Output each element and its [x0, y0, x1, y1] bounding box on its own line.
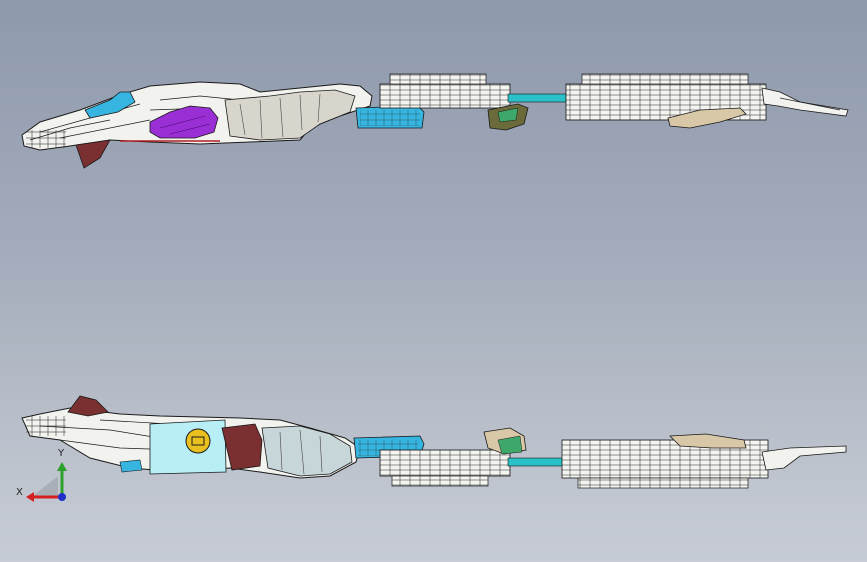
shaded-floor-panel[interactable]	[261, 425, 353, 477]
tan-bracket-rear-lower[interactable]	[669, 433, 747, 449]
yellow-cap-detail	[191, 436, 205, 446]
cyan-box-grid	[360, 110, 420, 126]
rear-hatch-upper	[779, 97, 841, 111]
tan-bracket-upper[interactable]	[667, 107, 747, 129]
green-insert-upper	[497, 107, 519, 123]
coordinate-triad: X Y	[16, 448, 67, 502]
triad-back-plane	[30, 476, 58, 498]
purple-crossmember[interactable]	[149, 105, 219, 139]
maroon-flap-upper[interactable]	[75, 139, 111, 169]
triad-x-arrowhead	[26, 492, 34, 502]
frame-rail-segment-1-lower[interactable]	[379, 449, 511, 477]
triad-x-label: X	[16, 487, 23, 498]
triad-z-axis-dot	[58, 493, 66, 501]
frame-rail-cap-1-lower	[391, 475, 489, 487]
teal-connector-lower[interactable]	[507, 457, 567, 467]
maroon-panel-lower[interactable]	[221, 423, 263, 471]
top-view-assembly[interactable]	[21, 73, 849, 169]
green-insert-lower	[497, 435, 523, 455]
frame-rail-cap-2-lower	[577, 477, 749, 489]
rear-tail-lower[interactable]	[761, 445, 847, 471]
front-grid-detail	[26, 130, 66, 148]
triad-y-label: Y	[57, 448, 65, 459]
cyan-bracket-upper[interactable]	[84, 91, 136, 119]
frame-rail-segment-1[interactable]	[379, 83, 511, 109]
beige-panel-lines	[239, 93, 321, 139]
frame-rail-cap-2	[581, 73, 749, 85]
teal-connector-upper[interactable]	[507, 93, 567, 103]
frame-rail-cap-1	[389, 73, 487, 85]
beige-floor-panel[interactable]	[224, 89, 356, 141]
blue-clip-lower[interactable]	[119, 459, 143, 473]
bottom-view-assembly[interactable]	[21, 395, 847, 489]
rear-tail-upper[interactable]	[761, 87, 849, 117]
maroon-flap-lower[interactable]	[67, 395, 109, 417]
purple-detail	[159, 115, 211, 135]
yellow-cap[interactable]	[185, 428, 211, 454]
triad-y-arrowhead	[57, 462, 67, 471]
shaded-panel-lines	[279, 429, 323, 475]
